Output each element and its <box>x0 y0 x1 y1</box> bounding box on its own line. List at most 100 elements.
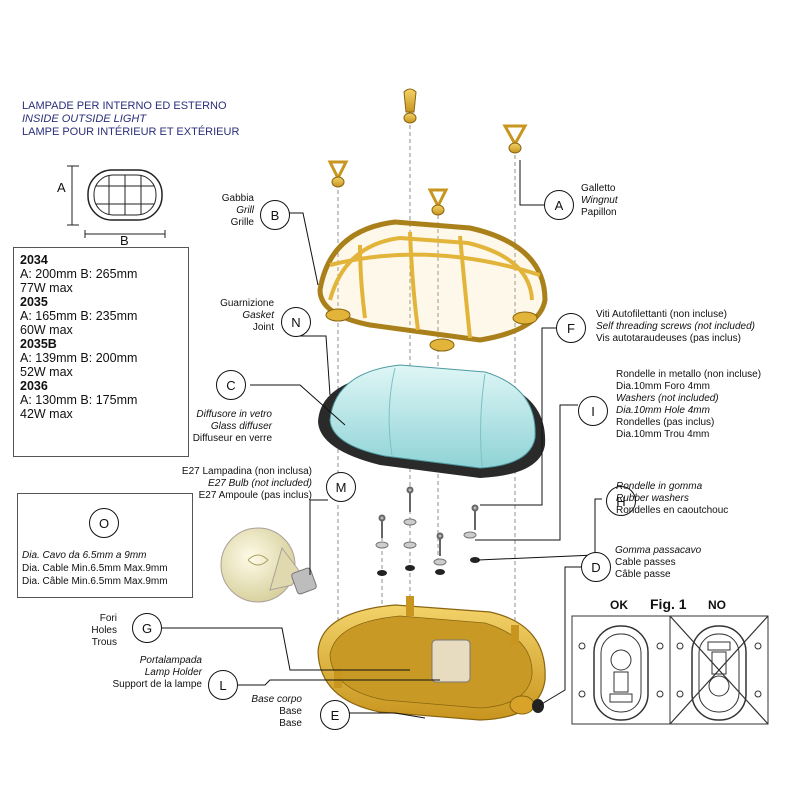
fig1-no-panel <box>669 615 769 725</box>
label-e-it: Base corpo <box>251 694 302 705</box>
screws <box>378 486 479 556</box>
label-m-en: E27 Bulb (not included) <box>208 478 312 489</box>
specs-box: 2034 A: 200mm B: 265mm 77W max 2035 A: 1… <box>13 247 189 457</box>
label-i-it: Rondelle in metallo (non incluse) <box>616 369 762 380</box>
label-e: Base corpo Base Base <box>240 694 302 730</box>
callout-c: C <box>216 370 246 400</box>
spec-model: 2036 <box>20 379 48 393</box>
label-o-en: Dia. Cable Min.6.5mm Max.9mm <box>22 563 168 574</box>
metal-washers <box>375 518 477 566</box>
label-i: Rondelle in metallo (non incluse) Dia.10… <box>616 369 761 441</box>
dimension-label-b: B <box>120 233 129 248</box>
bulb-icon <box>220 527 317 603</box>
cable-diameter-box: O Dia. Cavo da 6.5mm a 9mm Dia. Cable Mi… <box>17 493 193 598</box>
label-i-en: Washers (not included) <box>616 393 719 404</box>
label-i-fr: Rondelles (pas inclus) <box>616 417 715 428</box>
spec-model: 2034 <box>20 253 48 267</box>
label-h: Rondelle in gomma Rubber washers Rondell… <box>616 481 728 517</box>
label-a: Galletto Wingnut Papillon <box>581 183 618 219</box>
label-d: Gomma passacavo Cable passes Câble passe <box>615 545 701 581</box>
label-h-fr: Rondelles en caoutchouc <box>616 505 729 516</box>
label-i-en2: Dia.10mm Hole 4mm <box>616 405 710 416</box>
label-n-fr: Joint <box>252 322 274 333</box>
label-i-fr2: Dia.10mm Trou 4mm <box>616 429 710 440</box>
label-n: Guarnizione Gasket Joint <box>190 298 274 334</box>
callout-o: O <box>89 508 119 538</box>
callout-g: G <box>132 613 162 643</box>
rubber-washers <box>377 557 480 576</box>
label-b-en: Grill <box>236 205 254 216</box>
label-f-en: Self threading screws (not included) <box>596 321 755 332</box>
fig1-title: Fig. 1 <box>650 596 687 612</box>
spec-dims: A: 139mm B: 200mm <box>20 351 138 365</box>
label-d-it: Gomma passacavo <box>615 545 702 556</box>
fig1-no-label: NO <box>708 598 726 612</box>
label-a-en: Wingnut <box>581 195 618 206</box>
label-c-en: Glass diffuser <box>210 421 272 432</box>
label-n-en: Gasket <box>242 310 274 321</box>
grill-cage <box>317 219 548 343</box>
fig1-diagram <box>571 615 769 725</box>
label-h-en: Rubber washers <box>616 493 689 504</box>
label-l-fr: Support de la lampe <box>112 679 202 690</box>
label-e-en: Base <box>279 706 302 717</box>
label-f: Viti Autofilettanti (non incluse) Self t… <box>596 309 755 345</box>
label-b-fr: Grille <box>230 217 254 228</box>
callout-b: B <box>260 200 290 230</box>
callout-m: M <box>326 472 356 502</box>
spec-power: 42W max <box>20 407 73 421</box>
label-g-en: Holes <box>91 625 117 636</box>
label-d-en: Cable passes <box>615 557 676 568</box>
spec-2036: 2036 A: 130mm B: 175mm 42W max <box>20 379 188 421</box>
callout-f: F <box>556 313 586 343</box>
spec-2034: 2034 A: 200mm B: 265mm 77W max <box>20 253 188 295</box>
spec-dims: A: 130mm B: 175mm <box>20 393 138 407</box>
spec-dims: A: 200mm B: 265mm <box>20 267 138 281</box>
base-body <box>317 596 546 721</box>
spec-model: 2035 <box>20 295 48 309</box>
spec-2035: 2035 A: 165mm B: 235mm 60W max <box>20 295 188 337</box>
label-n-it: Guarnizione <box>220 298 274 309</box>
leader-lines <box>160 160 602 719</box>
label-d-fr: Câble passe <box>615 569 671 580</box>
grill-mount-tabs <box>325 308 538 352</box>
spec-power: 77W max <box>20 281 73 295</box>
label-e-fr: Base <box>279 718 302 729</box>
title-italian: LAMPADE PER INTERNO ED ESTERNO <box>22 100 227 112</box>
wingnut-icon <box>327 88 528 216</box>
label-m: E27 Lampadina (non inclusa) E27 Bulb (no… <box>160 466 312 502</box>
label-m-fr: E27 Ampoule (pas inclus) <box>198 490 312 501</box>
label-c-it: Diffusore in vetro <box>196 409 272 420</box>
dimension-thumbnail <box>67 165 166 238</box>
callout-e: E <box>320 700 350 730</box>
callout-l: L <box>208 670 238 700</box>
spec-power: 52W max <box>20 365 73 379</box>
label-g-fr: Trous <box>91 637 117 648</box>
label-m-it: E27 Lampadina (non inclusa) <box>181 466 312 477</box>
label-a-it: Galletto <box>581 183 616 194</box>
spec-2035b: 2035B A: 139mm B: 200mm 52W max <box>20 337 188 379</box>
callout-i: I <box>578 396 608 426</box>
label-g-it: Fori <box>99 613 117 624</box>
label-b-it: Gabbia <box>221 193 254 204</box>
title-english: INSIDE OUTSIDE LIGHT <box>22 113 147 125</box>
spec-model: 2035B <box>20 337 57 351</box>
label-o-fr: Dia. Câble Min.6.5mm Max.9mm <box>22 576 168 587</box>
label-f-fr: Vis autotaraudeuses (pas inclus) <box>596 333 741 344</box>
callout-d: D <box>581 552 611 582</box>
label-l-en: Lamp Holder <box>144 667 202 678</box>
spec-dims: A: 165mm B: 235mm <box>20 309 138 323</box>
label-f-it: Viti Autofilettanti (non incluse) <box>596 309 728 320</box>
label-c: Diffusore in vetro Glass diffuser Diffus… <box>160 409 272 445</box>
label-a-fr: Papillon <box>581 207 617 218</box>
label-g: Fori Holes Trous <box>60 613 117 649</box>
glass-diffuser <box>329 364 536 469</box>
callout-a: A <box>544 190 574 220</box>
label-b: Gabbia Grill Grille <box>200 193 254 229</box>
label-h-it: Rondelle in gomma <box>616 481 703 492</box>
dimension-label-a: A <box>57 180 66 195</box>
label-o-it: Dia. Cavo da 6.5mm a 9mm <box>22 550 147 561</box>
label-l-it: Portalampada <box>139 655 202 666</box>
fig1-ok-label: OK <box>610 598 628 612</box>
